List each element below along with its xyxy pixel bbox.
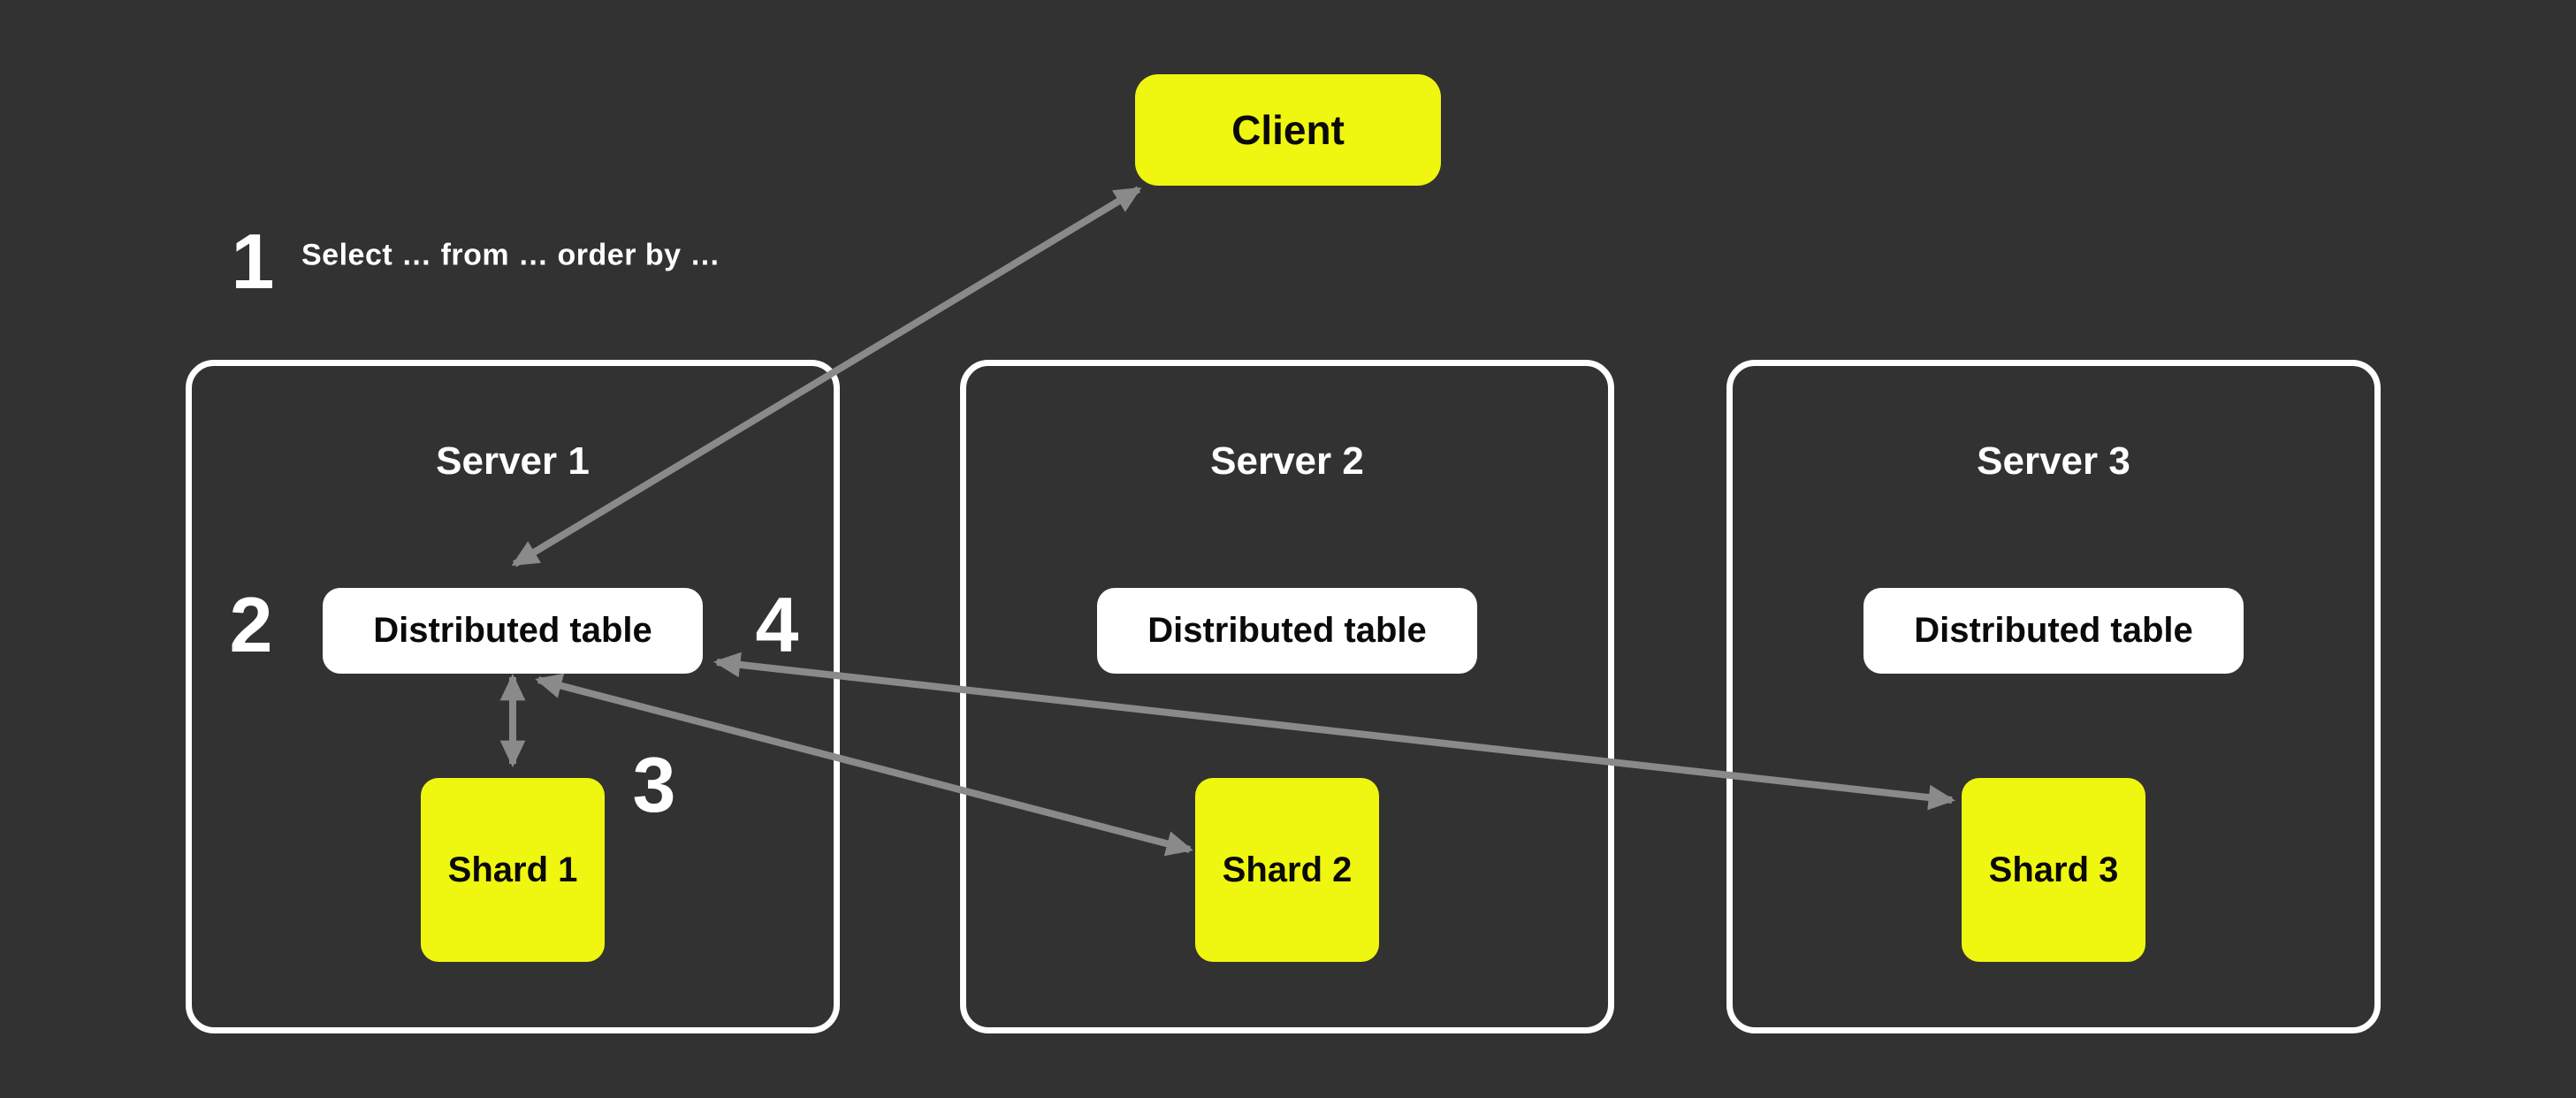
- client-label: Client: [1231, 107, 1345, 153]
- server-2-label: Server 2: [1210, 439, 1364, 483]
- server-3-label: Server 3: [1977, 439, 2130, 483]
- shard-2: Shard 2: [1195, 778, 1379, 962]
- server-3-box: Server 3 Distributed table Shard 3: [1726, 360, 2381, 1033]
- step-2-number: 2: [229, 581, 273, 668]
- shard-3: Shard 3: [1962, 778, 2145, 962]
- server-1-label: Server 1: [436, 439, 590, 483]
- distributed-table-3-label: Distributed table: [1914, 611, 2193, 650]
- client-node: Client: [1135, 74, 1441, 186]
- distributed-table-2: Distributed table: [1097, 588, 1477, 674]
- step-3-number: 3: [632, 741, 676, 828]
- shard-1-label: Shard 1: [447, 850, 578, 889]
- distributed-table-1-label: Distributed table: [373, 611, 652, 650]
- server-1-box: Server 1 Distributed table Shard 1: [186, 360, 840, 1033]
- server-2-box: Server 2 Distributed table Shard 2: [960, 360, 1614, 1033]
- step-4-number: 4: [755, 581, 799, 668]
- step-1-query-text: Select … from … order by …: [301, 238, 720, 272]
- shard-3-label: Shard 3: [1988, 850, 2119, 889]
- step-1-number: 1: [231, 217, 275, 305]
- distributed-table-1: Distributed table: [323, 588, 703, 674]
- shard-2-label: Shard 2: [1222, 850, 1353, 889]
- distributed-table-2-label: Distributed table: [1147, 611, 1427, 650]
- shard-1: Shard 1: [421, 778, 605, 962]
- distributed-table-3: Distributed table: [1863, 588, 2244, 674]
